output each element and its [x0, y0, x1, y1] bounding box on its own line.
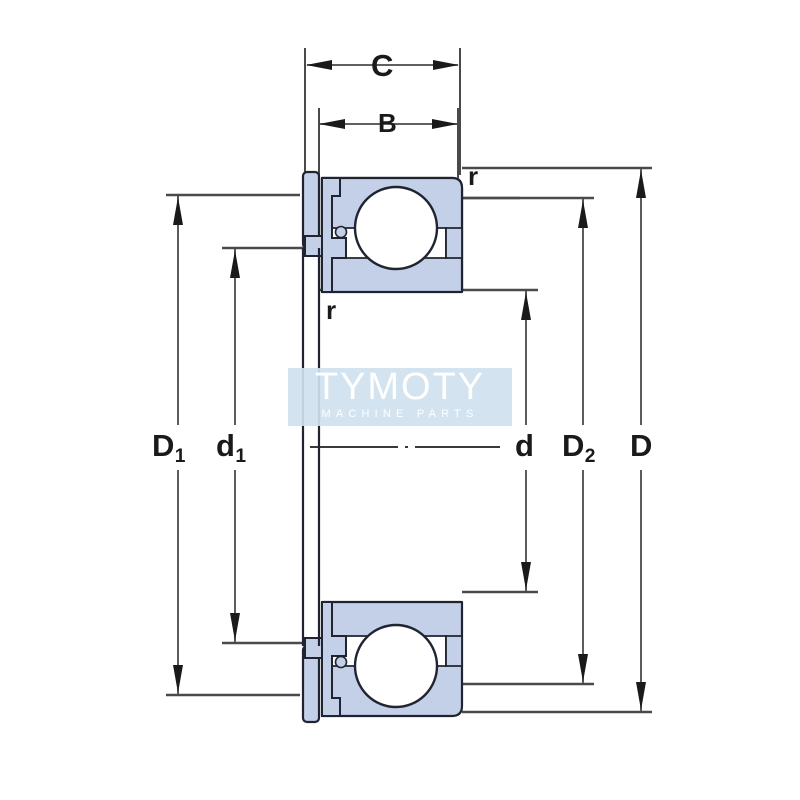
bearing-bottom-half: [301, 600, 464, 724]
label-D1-sub: 1: [174, 445, 186, 467]
arrow-b-left: [319, 119, 345, 129]
label-width-C: C: [371, 48, 394, 83]
shield-seat-top: [321, 177, 347, 293]
watermark-tagline: MACHINE PARTS: [321, 408, 479, 420]
label-D2-base: D: [562, 428, 585, 463]
label-width-B: B: [378, 108, 397, 138]
inner-land-step-top: [445, 227, 463, 259]
label-d1-base: d: [216, 428, 235, 463]
inner-land-step-bottom: [445, 635, 463, 667]
arrow-d-bottom: [521, 562, 531, 590]
cage-rivet-top: [334, 225, 348, 239]
arrow-c-left: [306, 60, 332, 70]
arrow-d-top: [521, 292, 531, 320]
arrow-d1-top: [230, 250, 240, 278]
watermark-band: [288, 368, 512, 426]
seal-lip-top: [304, 235, 323, 257]
arrow-d1-bottom: [230, 613, 240, 641]
watermark-brand: TYMOTY: [314, 366, 486, 408]
rolling-ball-bottom: [353, 623, 439, 709]
bearing-top-half: [301, 170, 464, 294]
rolling-ball-top: [353, 185, 439, 271]
label-diameter-D: D: [630, 428, 653, 463]
cage-rivet-bottom: [334, 655, 348, 669]
label-fillet-r-top-right: r: [468, 161, 479, 191]
arrow-D-top: [636, 170, 646, 198]
arrow-D2-bottom: [578, 654, 588, 682]
label-diameter-d: d: [515, 428, 534, 463]
shield-seat-bottom: [321, 601, 347, 717]
label-d1-sub: 1: [235, 445, 246, 467]
label-diameter-d1: d1: [216, 428, 246, 466]
arrow-D1-bottom: [173, 665, 183, 693]
label-fillet-r-mid-left: r: [326, 295, 337, 325]
arrow-D-bottom: [636, 682, 646, 710]
label-diameter-D2: D2: [562, 428, 595, 466]
arrow-c-right: [433, 60, 459, 70]
arrow-D2-top: [578, 200, 588, 228]
label-diameter-D1: D1: [152, 428, 185, 466]
label-D2-sub: 2: [584, 445, 596, 467]
arrow-b-right: [432, 119, 458, 129]
bore-wall-lines: [301, 248, 321, 646]
seal-lip-bottom: [304, 637, 323, 659]
arrow-D1-top: [173, 197, 183, 225]
label-D1-base: D: [152, 428, 175, 463]
